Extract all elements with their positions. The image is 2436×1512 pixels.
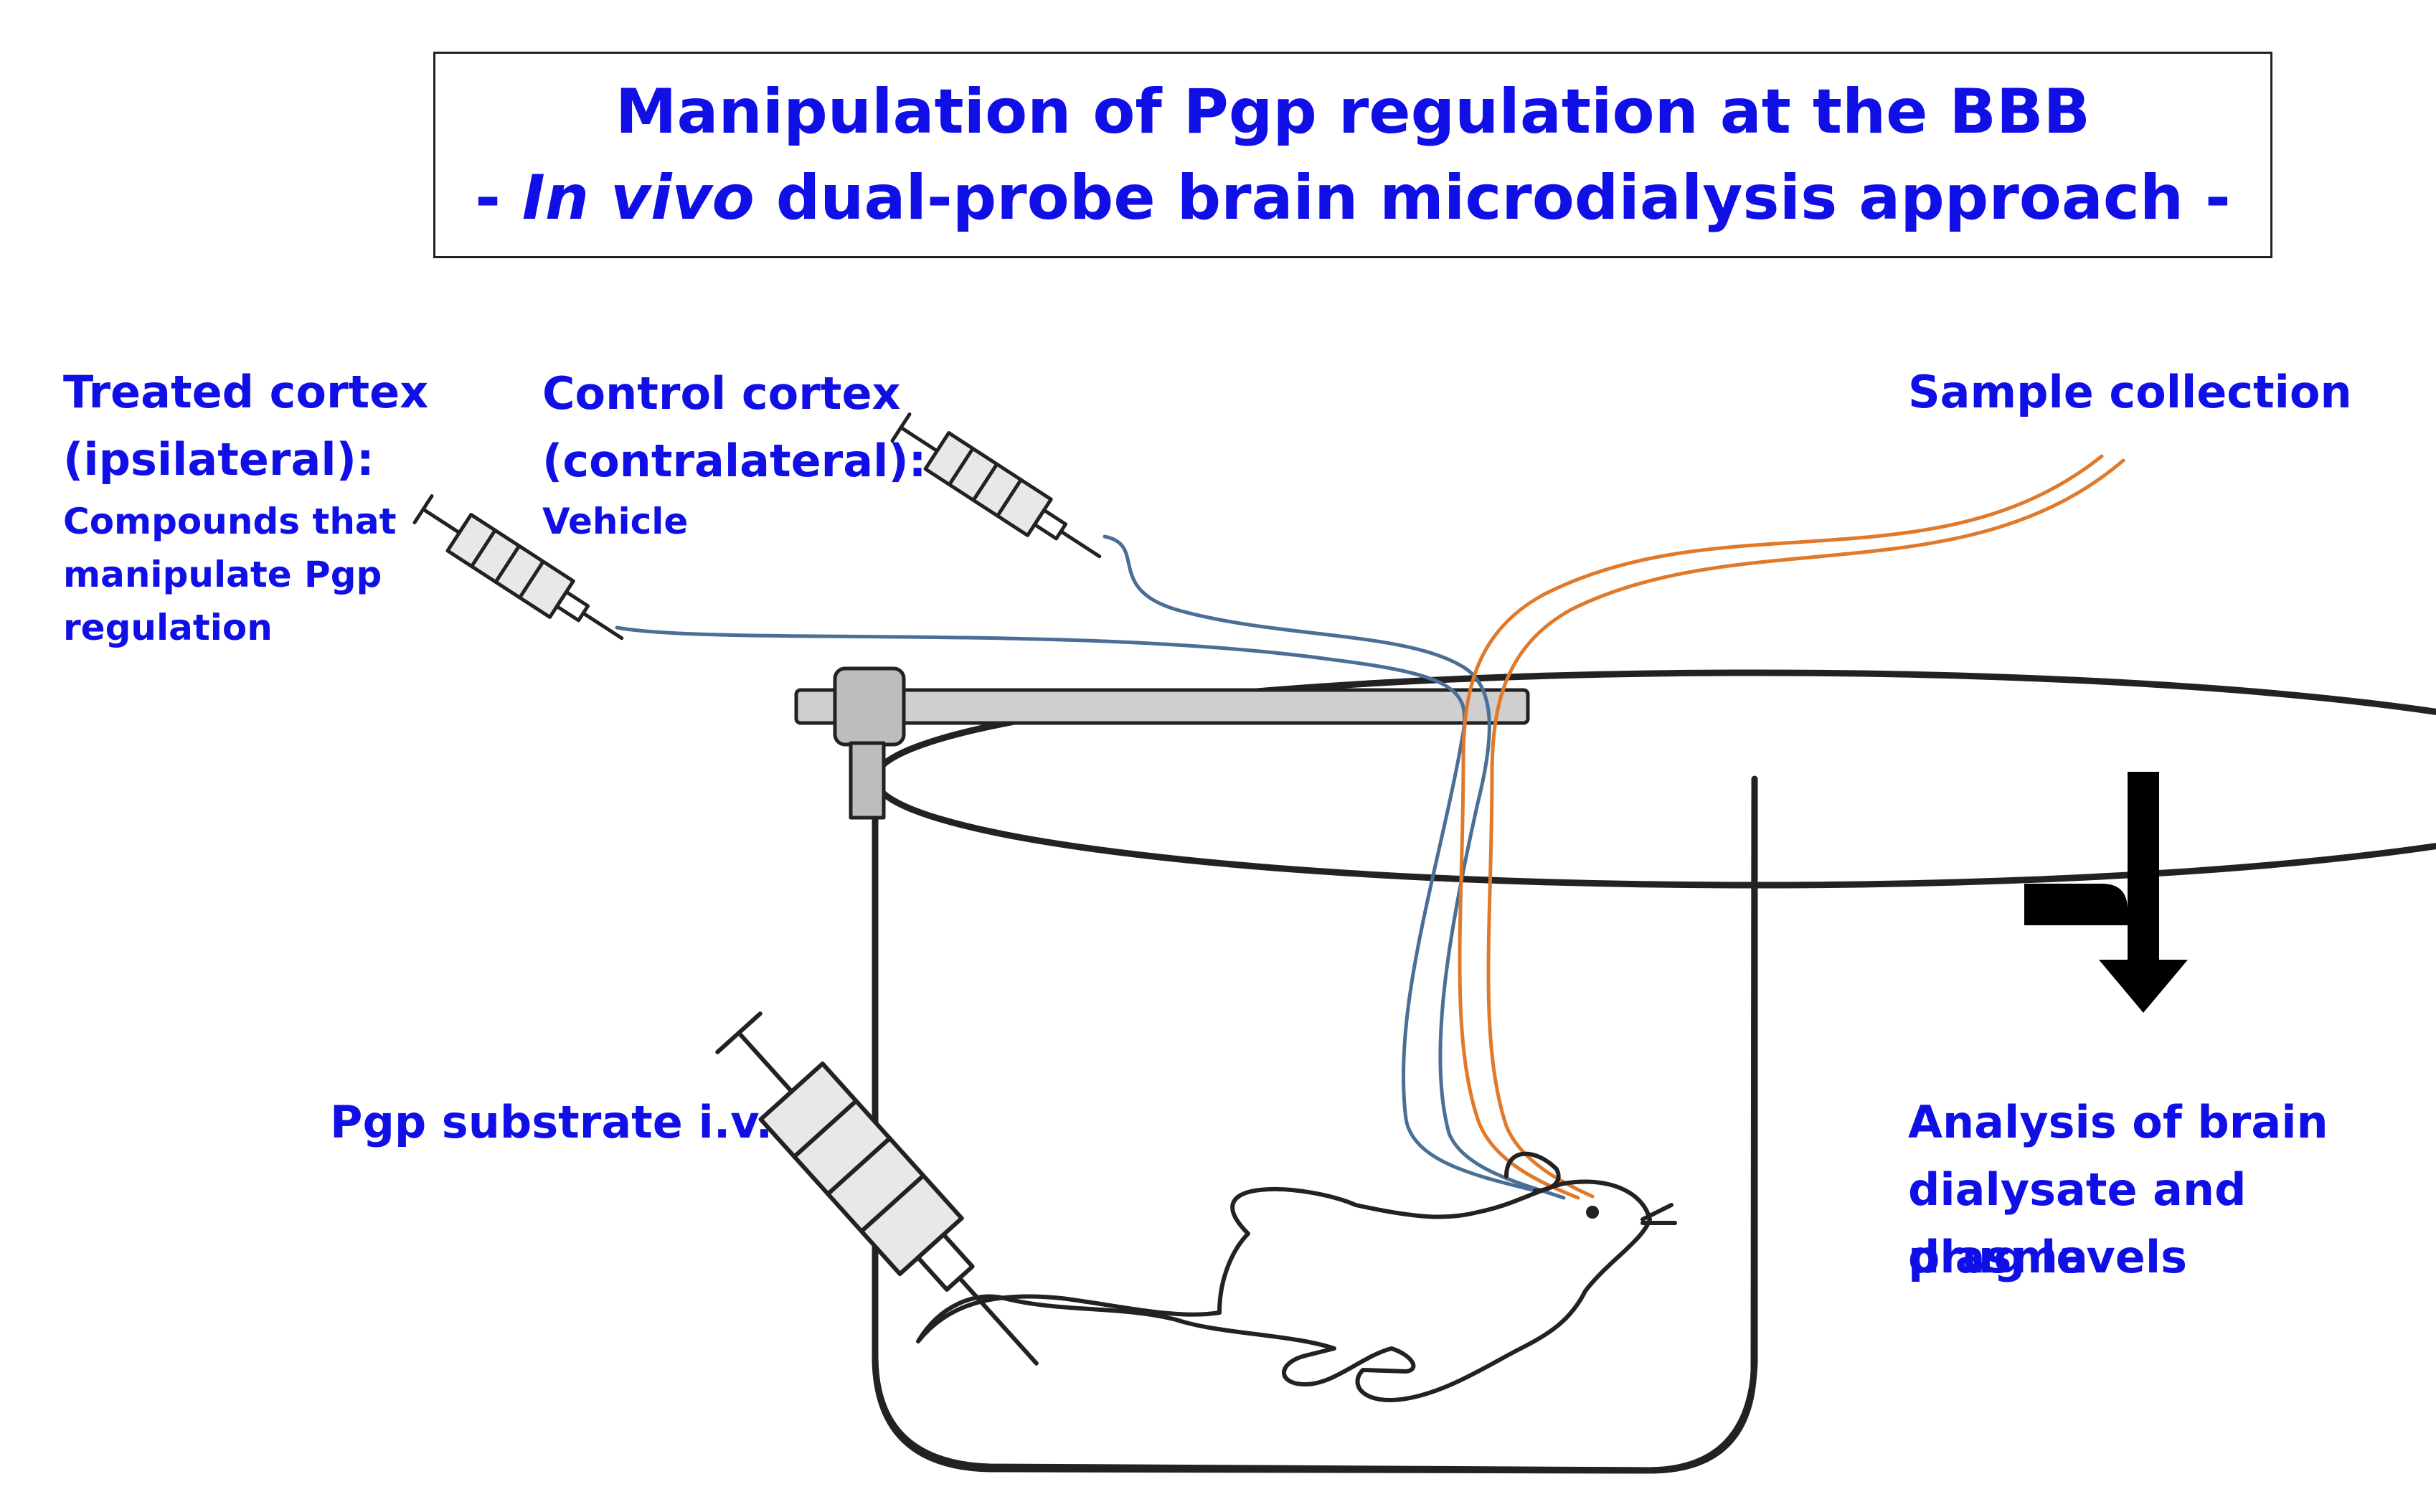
syringe-icon (715, 1011, 1039, 1366)
analysis-line-1: Analysis of brain (1908, 1096, 2328, 1148)
control-desc: Vehicle (542, 501, 689, 542)
analysis-line-3: drug levels (1908, 1231, 2187, 1283)
cage-icon (872, 669, 2436, 1474)
mouse-icon (916, 1151, 1677, 1402)
title-italic: In vivo (521, 162, 755, 234)
probe-arm-icon (794, 666, 1530, 820)
control-cortex-title: Control cortex (542, 367, 901, 420)
title-line-2: - In vivo dual-probe brain microdialysis… (475, 155, 2230, 241)
title-prefix: - (475, 162, 522, 234)
inflow-tubing (615, 534, 1566, 1200)
analysis-line-2: dialysate and plasma (1908, 1163, 2247, 1283)
syringe-icon (890, 412, 1102, 559)
cage-body (872, 782, 1758, 1474)
control-cortex-side: (contralateral): (542, 435, 927, 487)
treated-cortex-side: (ipsilateral): (63, 433, 374, 486)
title-rest: dual-probe brain microdialysis approach … (754, 162, 2231, 234)
pgp-substrate-label: Pgp substrate i.v. (330, 1096, 773, 1148)
sample-collection-label: Sample collection (1908, 366, 2352, 418)
title-box: Manipulation of Pgp regulation at the BB… (433, 52, 2272, 258)
treated-desc-2: manipulate Pgp (63, 554, 382, 595)
syringe-icon (412, 494, 624, 641)
outflow-tubing (1458, 454, 2125, 1200)
title-line-1: Manipulation of Pgp regulation at the BB… (615, 76, 2091, 148)
treated-desc-3: regulation (63, 607, 273, 648)
down-arrow-icon (2024, 772, 2188, 1013)
treated-cortex-title: Treated cortex (63, 366, 429, 418)
treated-desc-1: Compounds that (63, 501, 397, 542)
